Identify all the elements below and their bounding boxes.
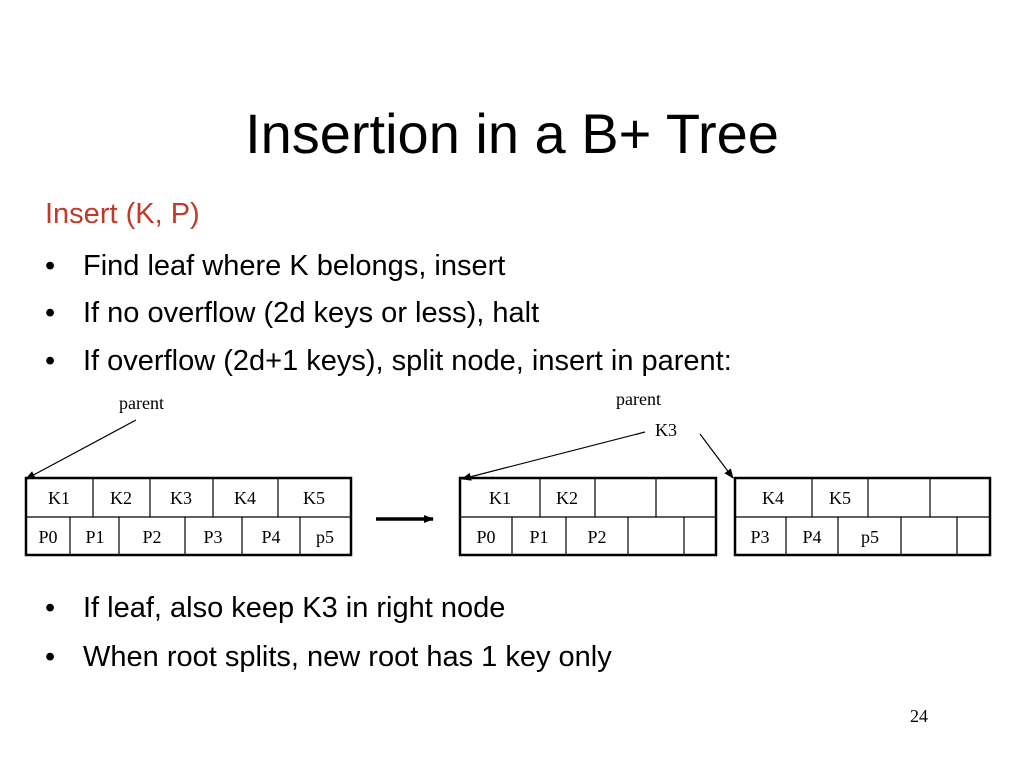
pointer-cell: p5 — [861, 527, 879, 547]
right-parent-label: parent — [616, 389, 661, 409]
original-node: K1 K2 K3 K4 K5 P0 P1 P2 P3 P4 p5 — [24, 476, 353, 557]
slide-title: Insertion in a B+ Tree — [245, 102, 779, 165]
page-number: 24 — [910, 706, 928, 726]
left-parent-arrow — [25, 419, 137, 480]
pointer-cell: P3 — [203, 527, 222, 547]
key-cell: K3 — [170, 488, 192, 508]
pointer-cell: P2 — [142, 527, 161, 547]
pointer-cell: P4 — [261, 527, 280, 547]
left-split-node: K1 K2 P0 P1 P2 — [458, 476, 718, 557]
pointer-cell: p5 — [316, 527, 334, 547]
bullet-marker: • — [45, 592, 56, 624]
bullet-marker: • — [45, 345, 56, 377]
promoted-key-label: K3 — [655, 420, 677, 440]
bullet-text: If overflow (2d+1 keys), split node, ins… — [83, 345, 732, 377]
key-cell: K5 — [303, 488, 325, 508]
key-cell: K1 — [48, 488, 70, 508]
pointer-cell: P1 — [85, 527, 104, 547]
bullet-marker: • — [45, 250, 56, 282]
left-parent-label: parent — [119, 393, 164, 413]
bullet-text: If no overflow (2d keys or less), halt — [83, 297, 540, 329]
right-split-node: K4 K5 P3 P4 p5 — [733, 476, 992, 557]
pointer-cell: P4 — [802, 527, 821, 547]
pointer-cell: P1 — [529, 527, 548, 547]
key-cell: K2 — [110, 488, 132, 508]
bplus-split-diagram: parent parent K3 K1 K2 K3 K4 K5 P0 P1 P2… — [24, 389, 992, 557]
pointer-cell: P3 — [750, 527, 769, 547]
key-cell: K4 — [762, 488, 784, 508]
key-cell: K2 — [556, 488, 578, 508]
insert-signature: Insert (K, P) — [45, 198, 200, 230]
right-split-parent-arrow — [699, 433, 734, 479]
bullet-text: When root splits, new root has 1 key onl… — [83, 641, 612, 673]
pointer-cell: P0 — [38, 527, 57, 547]
bullet-text: Find leaf where K belongs, insert — [83, 250, 506, 282]
bullet-text: If leaf, also keep K3 in right node — [83, 592, 506, 624]
key-cell: K4 — [234, 488, 256, 508]
key-cell: K1 — [489, 488, 511, 508]
pointer-cell: P2 — [587, 527, 606, 547]
bullet-marker: • — [45, 297, 56, 329]
left-split-parent-arrow — [461, 431, 646, 481]
pointer-cell: P0 — [476, 527, 495, 547]
key-cell: K5 — [829, 488, 851, 508]
bullet-marker: • — [45, 641, 56, 673]
